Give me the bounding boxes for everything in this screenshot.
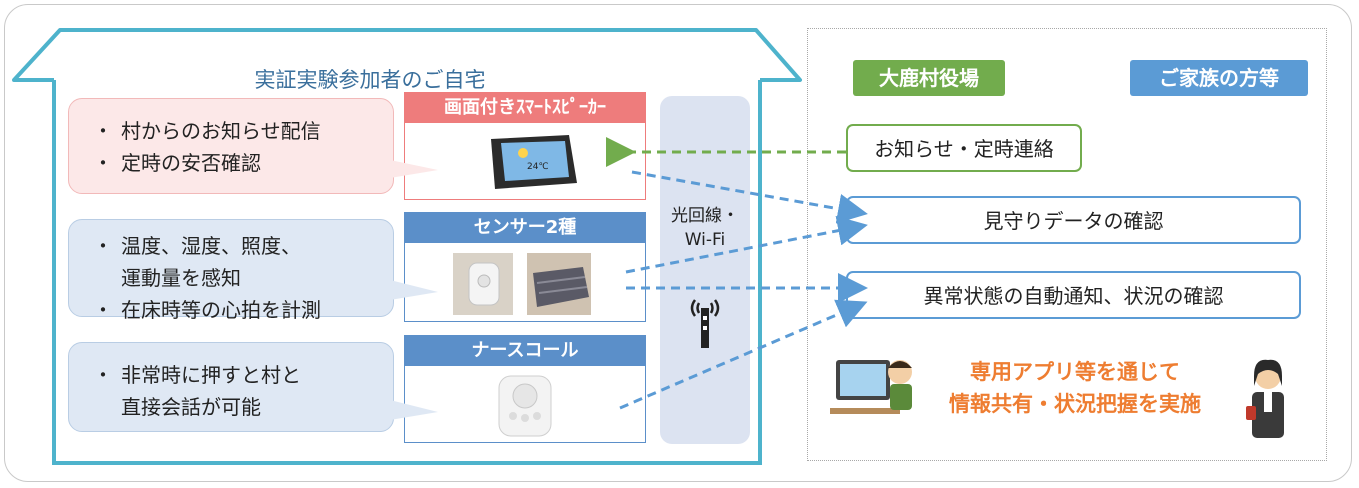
display-temperature: 24℃	[527, 162, 549, 172]
bubble-line: 直接会話が可能	[121, 395, 261, 419]
app-note: 専用アプリ等を通じて 情報共有・状況把握を実施	[915, 356, 1235, 420]
watch-data-box: 見守りデータの確認	[846, 196, 1301, 244]
bubble-line: 非常時に押すと村と	[93, 359, 383, 391]
nurse-call-button-icon	[498, 375, 552, 437]
app-note-line: 情報共有・状況把握を実施	[949, 392, 1201, 416]
network-label: 光回線・ Wi-Fi	[660, 204, 750, 252]
app-note-line: 専用アプリ等を通じて	[970, 360, 1180, 384]
network-label-line: Wi-Fi	[684, 230, 726, 250]
village-office-tag: 大鹿村役場	[853, 60, 1005, 96]
family-member-illustration	[1246, 359, 1284, 438]
family-tag: ご家族の方等	[1130, 60, 1308, 96]
person-at-computer-illustration	[830, 360, 912, 414]
device-title: 画面付きｽﾏｰﾄｽﾋﾟｰｶｰ	[405, 93, 645, 123]
bubble-line: 運動量を感知	[121, 266, 241, 290]
device-sensors: センサー2種	[404, 212, 646, 322]
speaker-description-bubble: 村からのお知らせ配信 定時の安否確認	[68, 98, 394, 194]
device-title: センサー2種	[405, 213, 645, 243]
room-sensor-icon	[453, 253, 513, 315]
device-nurse-call: ナースコール	[404, 335, 646, 443]
nursecall-description-bubble: 非常時に押すと村と 直接会話が可能	[68, 342, 394, 432]
notice-box: お知らせ・定時連絡	[846, 124, 1082, 172]
smart-display-icon: 24℃	[491, 135, 577, 189]
bubble-line: 定時の安否確認	[93, 147, 383, 179]
device-smart-speaker: 画面付きｽﾏｰﾄｽﾋﾟｰｶｰ 24℃	[404, 92, 646, 200]
bed-sensor-icon	[527, 253, 591, 315]
bubble-line: 村からのお知らせ配信	[93, 115, 383, 147]
house-title: 実証実験参加者のご自宅	[254, 68, 486, 92]
network-label-line: 光回線・	[671, 206, 739, 226]
device-title: ナースコール	[405, 336, 645, 366]
sensor-description-bubble: 温度、湿度、照度、 運動量を感知 在床時等の心拍を計測	[68, 219, 394, 326]
bubble-line: 温度、湿度、照度、	[93, 230, 383, 262]
network-column: 光回線・ Wi-Fi	[660, 96, 750, 444]
bubble-line: 在床時等の心拍を計測	[93, 294, 383, 326]
alert-box: 異常状態の自動通知、状況の確認	[846, 271, 1301, 319]
wifi-router-icon	[690, 299, 720, 348]
